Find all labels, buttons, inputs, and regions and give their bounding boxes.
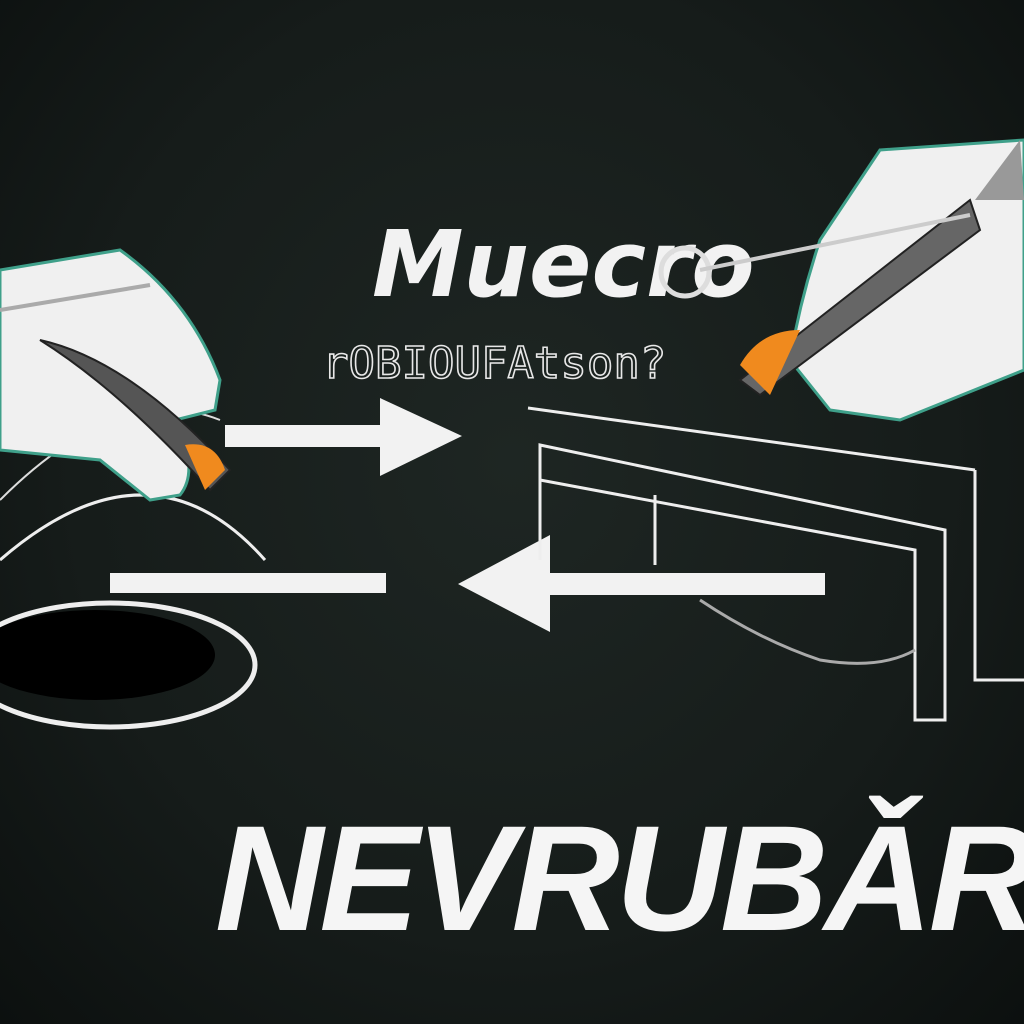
line-bar (110, 573, 386, 593)
ring-icon (658, 245, 712, 299)
subtitle-text: rOBIOUFAtson? (322, 338, 666, 389)
arrow-right-icon (225, 398, 462, 476)
gloved-hand-right-icon (699, 138, 1024, 422)
arrow-left-icon (458, 535, 825, 632)
title-text: Muecro (372, 211, 755, 318)
box-icon (527, 406, 1024, 722)
bottom-text: NEVRUBǍROC (215, 794, 1024, 962)
gloved-hand-left-icon (0, 248, 232, 502)
